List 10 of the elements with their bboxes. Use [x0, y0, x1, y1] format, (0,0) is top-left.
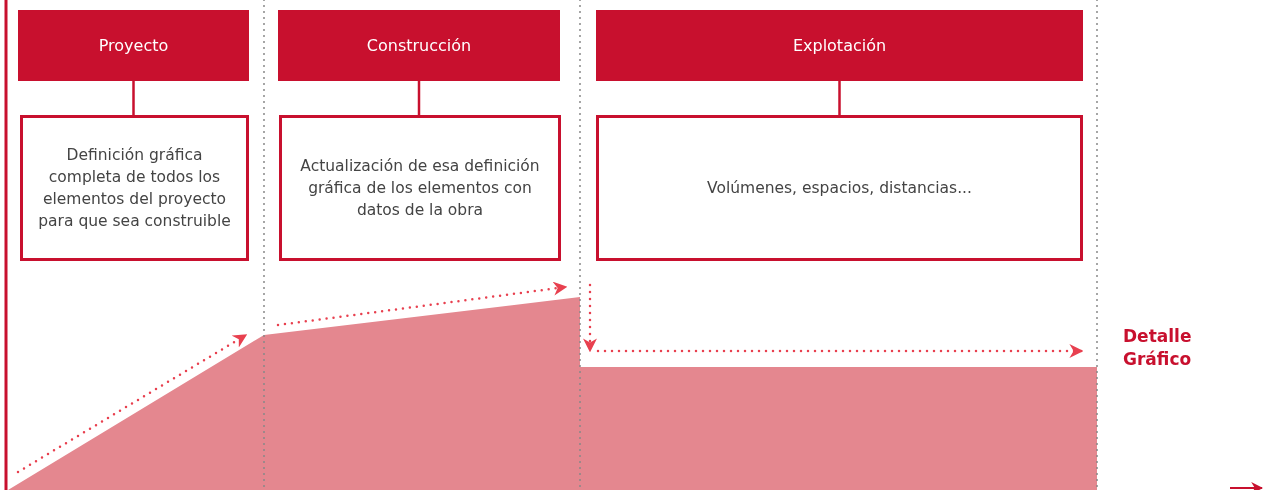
phase-header: Explotación: [596, 10, 1083, 81]
connector-line: [838, 81, 841, 115]
axis-label: Detalle Gráfico: [1123, 325, 1193, 371]
phase-header: Construcción: [278, 10, 560, 81]
description-box: Definición gráfica completa de todos los elementos del proyecto para que sea construible: [20, 115, 249, 261]
connector-line: [417, 81, 421, 115]
description-box: Actualización de esa definición gráfica de los elementos con datos de la obra: [279, 115, 561, 261]
description-box: Volúmenes, espacios, distancias...: [596, 115, 1083, 261]
phase-header: Proyecto: [18, 10, 249, 81]
connector-line: [132, 81, 135, 115]
